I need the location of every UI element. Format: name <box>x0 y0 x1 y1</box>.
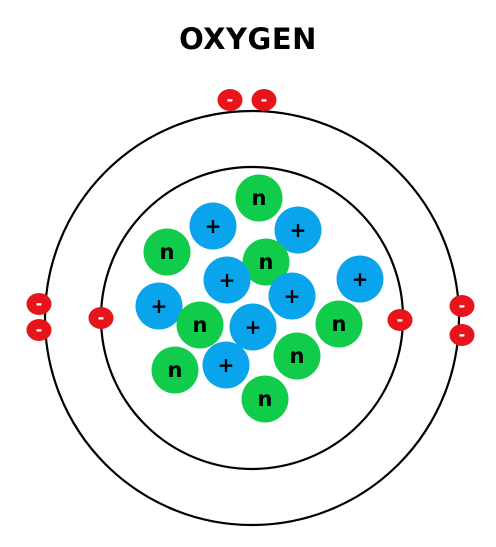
proton: + <box>203 256 251 304</box>
electron: - <box>26 319 52 341</box>
neutron-body <box>273 332 321 380</box>
electron-label: - <box>459 325 466 344</box>
neutron-label: n <box>193 313 208 337</box>
electron-label: - <box>397 310 404 329</box>
proton-body <box>274 206 322 254</box>
neutron-label: n <box>168 358 183 382</box>
neutron: n <box>151 346 199 394</box>
proton-label: + <box>290 218 307 242</box>
neutron-label: n <box>258 387 273 411</box>
electron-body <box>449 324 475 346</box>
electron-label: - <box>227 90 234 109</box>
proton: + <box>229 303 277 351</box>
proton-label: + <box>219 268 236 292</box>
proton-body <box>189 202 237 250</box>
electron-label: - <box>36 294 43 313</box>
proton-label: + <box>218 353 235 377</box>
electron-label: - <box>459 296 466 315</box>
neutron-body <box>241 375 289 423</box>
proton-label: + <box>352 267 369 291</box>
electron-body <box>88 307 114 329</box>
neutron: n <box>241 375 289 423</box>
neutron-body <box>315 300 363 348</box>
proton: + <box>189 202 237 250</box>
electron: - <box>88 307 114 329</box>
outer-shell <box>43 109 461 527</box>
electron-body <box>449 295 475 317</box>
neutron: n <box>235 174 283 222</box>
electron-body <box>26 319 52 341</box>
neutron-label: n <box>290 344 305 368</box>
electron-body <box>217 89 243 111</box>
electron: - <box>26 293 52 315</box>
electron: - <box>387 309 413 331</box>
electron: - <box>449 295 475 317</box>
proton-body <box>203 256 251 304</box>
electron: - <box>251 89 277 111</box>
proton: + <box>268 272 316 320</box>
neutron-body <box>143 228 191 276</box>
proton: + <box>274 206 322 254</box>
neutron-body <box>235 174 283 222</box>
diagram-title: OXYGEN <box>179 22 317 56</box>
proton-body <box>268 272 316 320</box>
proton-body <box>135 282 183 330</box>
proton-body <box>336 255 384 303</box>
neutron: n <box>176 301 224 349</box>
neutron-label: n <box>160 240 175 264</box>
proton: + <box>135 282 183 330</box>
proton-label: + <box>245 315 262 339</box>
proton-label: + <box>284 284 301 308</box>
neutron-body <box>176 301 224 349</box>
electron-body <box>387 309 413 331</box>
neutron-label: n <box>252 186 267 210</box>
neutron-label: n <box>259 250 274 274</box>
proton: + <box>336 255 384 303</box>
electrons: - - - - - - - - <box>26 89 475 346</box>
proton-body <box>202 341 250 389</box>
electron-body <box>251 89 277 111</box>
neutron: n <box>242 238 290 286</box>
neutron: n <box>143 228 191 276</box>
electron-label: - <box>36 320 43 339</box>
neutron-body <box>151 346 199 394</box>
neutron-body <box>242 238 290 286</box>
electron-label: - <box>98 308 105 327</box>
electron-body <box>26 293 52 315</box>
neutron-label: n <box>332 312 347 336</box>
electron: - <box>449 324 475 346</box>
proton-label: + <box>205 214 222 238</box>
electron: - <box>217 89 243 111</box>
proton: + <box>202 341 250 389</box>
proton-body <box>229 303 277 351</box>
neutron: n <box>273 332 321 380</box>
proton-label: + <box>151 294 168 318</box>
neutron: n <box>315 300 363 348</box>
electron-label: - <box>261 90 268 109</box>
